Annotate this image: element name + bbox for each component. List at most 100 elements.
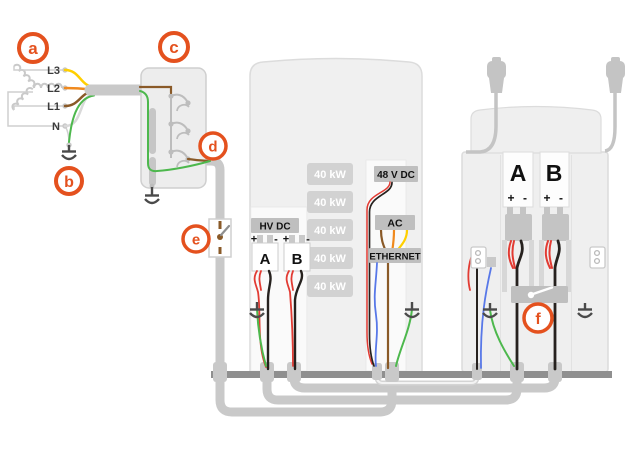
grid-ground-icon: [61, 145, 77, 161]
wire-port-b-red-strand: [548, 240, 553, 269]
output-a-box: [251, 242, 279, 272]
hv-output-b: + - B: [283, 234, 311, 272]
port-b-wing: [539, 240, 544, 292]
comm-connector-right: [589, 246, 606, 269]
wire-feed-brown: [138, 85, 173, 95]
callout-badges: a b c d e f: [17, 31, 554, 334]
wire-b-red: [285, 270, 294, 367]
badge-e-letter: e: [192, 232, 200, 249]
service-cable-conduit: [201, 156, 397, 417]
sleeve-thin: [372, 363, 382, 380]
port-b-minus: -: [559, 191, 563, 205]
wire-ethernet-blue: [373, 262, 378, 367]
port-b-plus: +: [543, 191, 550, 205]
dispenser-port-a: A + -: [502, 151, 534, 292]
output-b-minus: -: [306, 234, 310, 246]
breaker-switch-icon: [531, 286, 554, 296]
wire-ground-green: [489, 309, 515, 367]
badge-a-letter: a: [28, 39, 38, 58]
port-b-letter: B: [546, 160, 563, 186]
wire-port-a-black: [515, 239, 524, 371]
cabinet-ground-icon-left: [249, 302, 265, 319]
dispenser-breaker: [511, 286, 568, 303]
ethernet-label: ETHERNET: [369, 252, 420, 263]
wire-ground-green-left: [256, 308, 267, 367]
power-module: 40 kW: [307, 191, 353, 213]
port-a-tab: [520, 207, 526, 216]
plug-b-cable: [604, 93, 617, 153]
power-module: 40 kW: [307, 247, 353, 269]
output-a-tab: [257, 235, 263, 244]
charging-plug-b-icon: [604, 57, 625, 153]
service-disconnect: [208, 218, 232, 258]
output-a-minus: -: [274, 234, 278, 246]
wire-48v-red: [366, 181, 391, 365]
port-a-plus: +: [507, 191, 514, 205]
sleeve-thin: [472, 363, 482, 380]
aux-dc-tag: [374, 166, 418, 182]
badge-e: e: [181, 224, 211, 254]
wire-port-b-black: [553, 239, 561, 371]
wire-a-red-strand: [258, 270, 262, 291]
wire-port-b-red: [544, 240, 551, 269]
output-b-tab: [299, 235, 305, 244]
wire-b-black: [293, 269, 304, 371]
output-a-letter: A: [260, 251, 271, 268]
output-a-plus: +: [251, 234, 257, 246]
contactor-box: [138, 67, 211, 205]
phase-l3-label: L3: [47, 65, 60, 77]
conduit-sleeves: [213, 362, 562, 382]
port-b-wing: [566, 240, 571, 292]
power-cabinet-right-panel: [365, 159, 407, 372]
breaker-bar: [511, 286, 568, 303]
port-b-block: [542, 214, 569, 241]
badge-d-letter: d: [208, 139, 217, 156]
port-b-panel: [539, 151, 570, 208]
dispenser: [461, 57, 625, 373]
aux-dc-label: 48 V DC: [377, 170, 415, 181]
module-label: 40 kW: [314, 253, 346, 265]
wire-b-red-strand: [290, 270, 294, 291]
wire-48v-black: [368, 181, 393, 367]
power-module: 40 kW: [307, 163, 353, 185]
output-b-letter: B: [292, 251, 303, 268]
badge-b-letter: b: [64, 174, 74, 191]
ground-bar: [211, 371, 612, 378]
port-b-tab: [557, 207, 563, 216]
output-b-tab: [289, 235, 295, 244]
phase-l2-label: L2: [47, 83, 60, 95]
dispenser-ground-icon-right: [577, 303, 593, 319]
sleeve: [548, 362, 562, 382]
phase-l1-label: L1: [47, 101, 60, 113]
wire-port-a-red: [507, 240, 514, 269]
module-label: 40 kW: [314, 169, 346, 181]
module-label: 40 kW: [314, 197, 346, 209]
wire-ground-green-right: [395, 308, 413, 367]
sleeve: [260, 362, 274, 382]
hv-dc-label: HV DC: [259, 222, 290, 233]
port-a-wing: [502, 240, 507, 292]
port-a-wing: [529, 240, 534, 292]
port-a-panel: [502, 151, 534, 208]
dispenser-header: [470, 105, 602, 154]
sleeve: [213, 362, 227, 382]
dispenser-contents: A + - B + -: [467, 151, 606, 371]
output-b-box: [283, 242, 311, 272]
contactor-dots: [149, 93, 191, 189]
port-a-block: [505, 214, 532, 241]
power-cabinet-contents: 40 kW 40 kW 40 kW 40 kW 40 kW 48 V DC HV…: [249, 163, 421, 371]
port-a-minus: -: [523, 191, 527, 205]
contactor-ground-icon: [144, 187, 160, 205]
sleeve: [287, 362, 301, 382]
cabinet-ground-icon-right: [404, 302, 420, 319]
port-b-tab: [544, 207, 550, 216]
output-b-plus: +: [283, 234, 289, 246]
dispenser-port-b: B + -: [539, 151, 571, 292]
dispenser-ground-icon-left: [482, 303, 498, 319]
ethernet-jack: [487, 257, 496, 267]
badge-f: f: [522, 302, 554, 334]
badge-c-letter: c: [169, 38, 178, 57]
module-label: 40 kW: [314, 281, 346, 293]
dc-b-conduit: [289, 363, 560, 393]
